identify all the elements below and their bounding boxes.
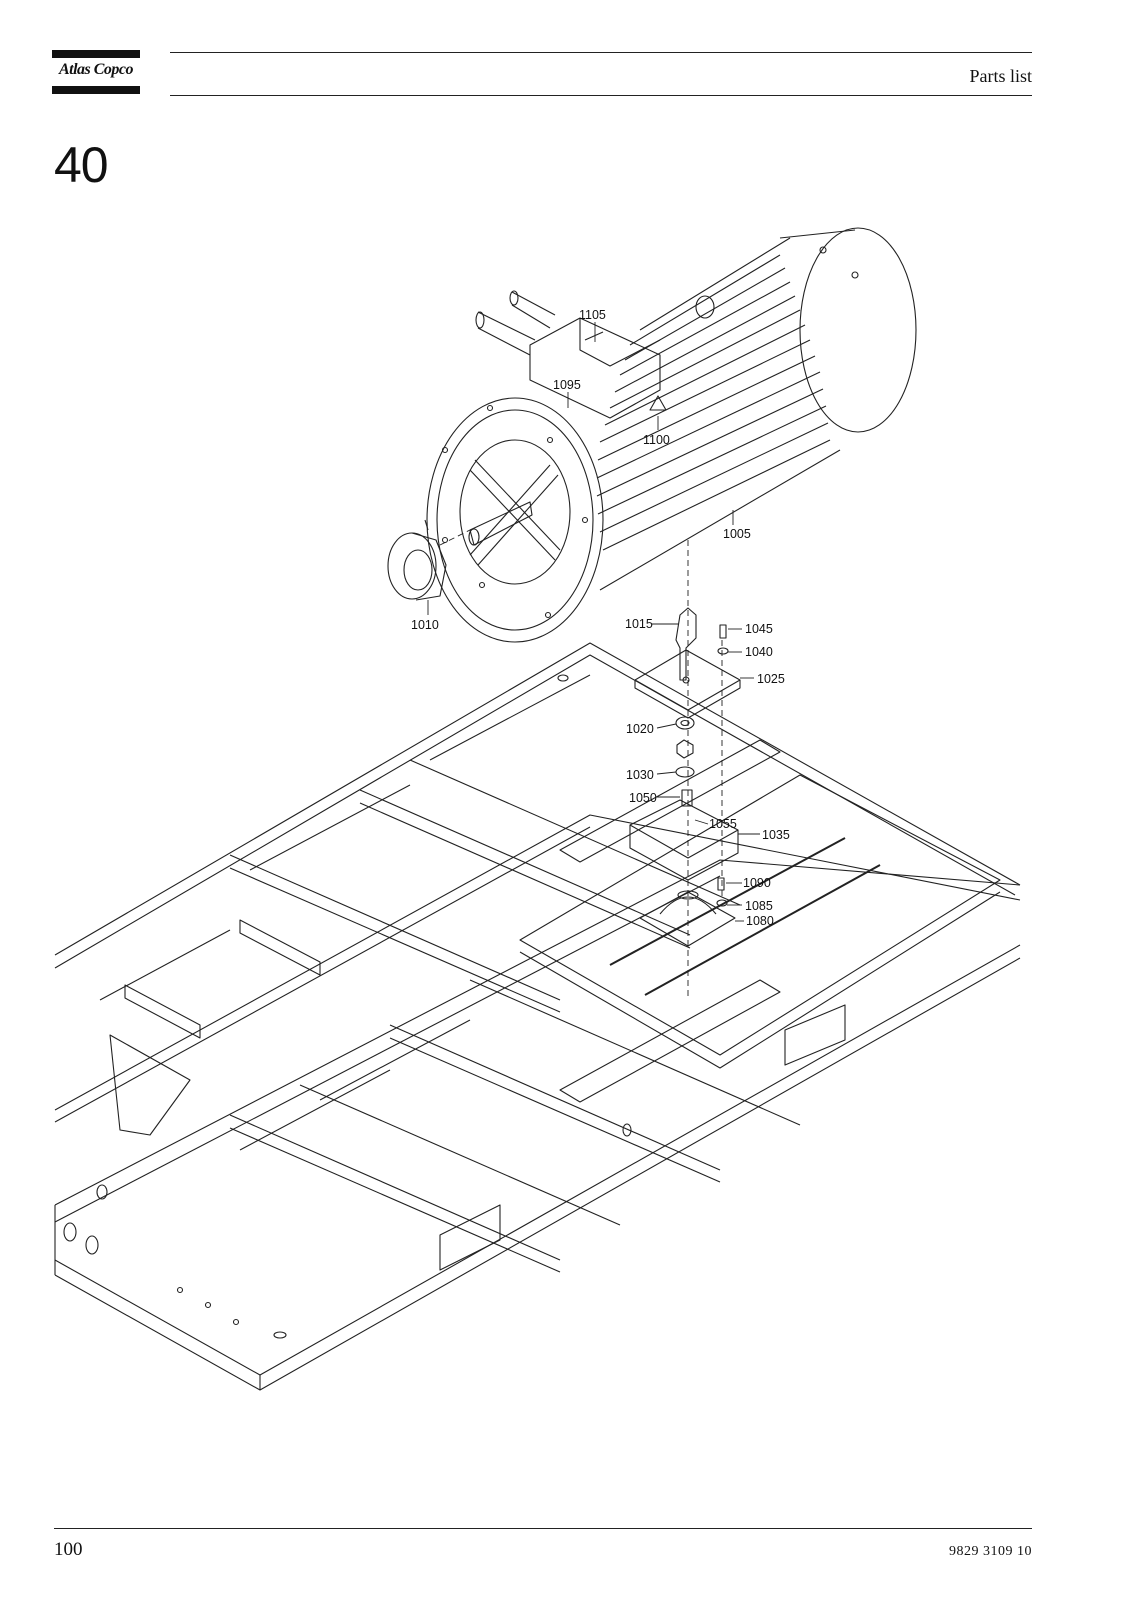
callout-1105: 1105: [579, 308, 606, 322]
atlas-copco-logo: Atlas Copco: [52, 50, 140, 94]
callout-1085: 1085: [745, 899, 773, 913]
callout-1025: 1025: [757, 672, 785, 686]
header-bottom-rule: [170, 95, 1032, 96]
footer-rule: [54, 1528, 1032, 1529]
callout-labels: 1105 1095 1100 1005 1010 1015 1045 1040 …: [411, 308, 790, 928]
callout-1050: 1050: [629, 791, 657, 805]
callout-1090: 1090: [743, 876, 771, 890]
callout-1100: 1100: [643, 433, 670, 447]
callout-leaders: [427, 322, 760, 922]
section-number: 40: [54, 137, 109, 193]
callout-1080: 1080: [746, 914, 774, 928]
logo-wordmark: Atlas Copco: [58, 61, 134, 78]
logo-bottom-bar: [52, 86, 140, 94]
document-number: 9829 3109 10: [949, 1544, 1032, 1559]
mounting-components: [439, 529, 741, 1000]
callout-1040: 1040: [745, 645, 773, 659]
callout-1005: 1005: [723, 527, 751, 541]
callout-1055: 1055: [709, 817, 737, 831]
callout-1030: 1030: [626, 768, 654, 782]
logo-top-bar: [52, 50, 140, 58]
callout-1015: 1015: [625, 617, 653, 631]
coupling-hub: [387, 519, 447, 601]
header-top-rule: [170, 52, 1032, 53]
base-frame: [54, 642, 1021, 1391]
callout-1035: 1035: [762, 828, 790, 842]
section-label: Parts list: [969, 66, 1032, 86]
callout-1045: 1045: [745, 622, 773, 636]
callout-1010: 1010: [411, 618, 439, 632]
callout-1095: 1095: [553, 378, 581, 392]
callout-1020: 1020: [626, 722, 654, 736]
page-number: 100: [54, 1539, 83, 1560]
electric-motor: [426, 227, 917, 643]
